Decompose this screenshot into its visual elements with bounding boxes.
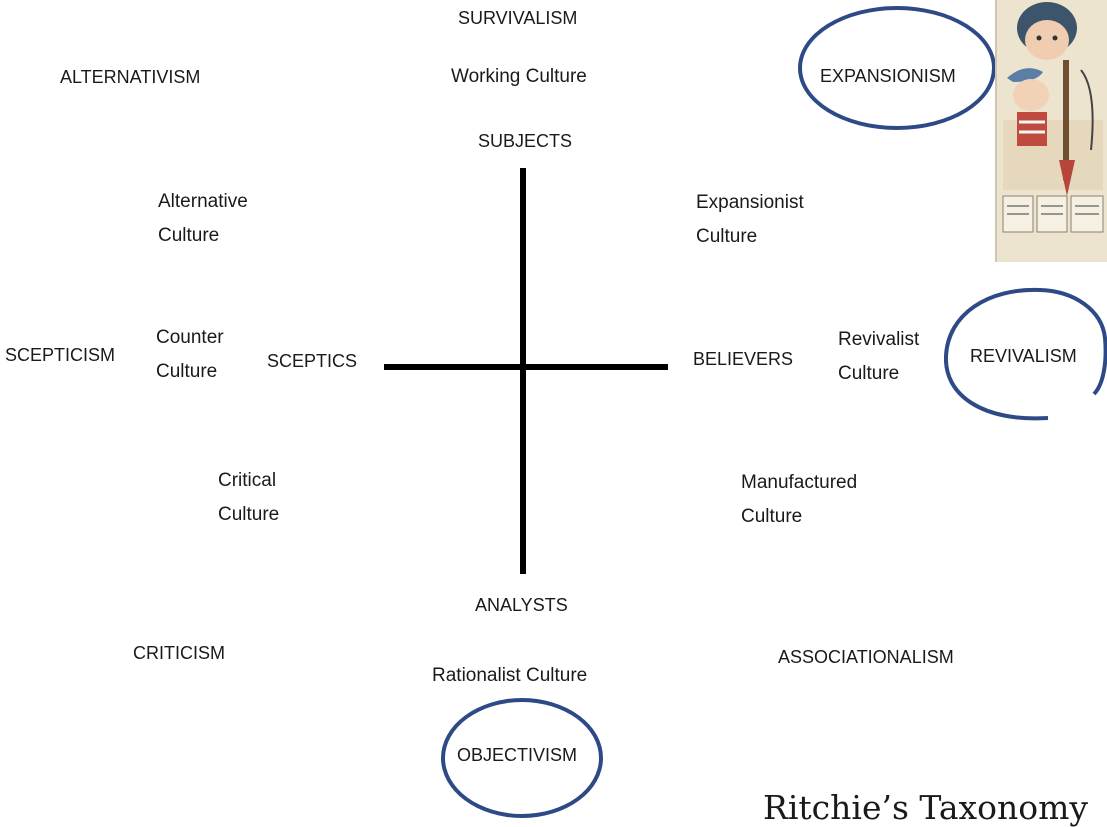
culture-expansionist-line2: Culture: [696, 226, 758, 247]
axis-label-believers: BELIEVERS: [693, 349, 794, 369]
culture-counter-line2: Culture: [156, 361, 218, 382]
culture-critical-line1: Critical: [218, 470, 277, 491]
pole-alternativism: ALTERNATIVISM: [60, 67, 201, 87]
culture-manufactured-line2: Culture: [741, 506, 803, 527]
revivalism-ring-icon: [943, 287, 1107, 421]
diagram-title: Ritchie’s Taxonomy: [763, 788, 1089, 827]
pole-revivalism: REVIVALISM: [970, 346, 1077, 366]
vertical-axis: [520, 168, 526, 574]
culture-manufactured-line1: Manufactured: [741, 472, 858, 493]
objectivism-circle: [441, 698, 603, 818]
culture-rationalist: Rationalist Culture: [432, 665, 588, 686]
culture-counter-line1: Counter: [156, 327, 224, 348]
culture-alternative-line2: Culture: [158, 225, 220, 246]
cartoon-figure-icon: [997, 0, 1107, 262]
culture-revivalist-line1: Revivalist: [838, 329, 920, 350]
axis-label-subjects: SUBJECTS: [478, 131, 573, 151]
axis-label-analysts: ANALYSTS: [475, 595, 568, 615]
pole-criticism: CRITICISM: [133, 643, 225, 663]
horizontal-axis: [384, 364, 668, 370]
culture-critical-line2: Culture: [218, 504, 280, 525]
culture-working: Working Culture: [451, 66, 587, 87]
culture-revivalist-line2: Culture: [838, 363, 900, 384]
vintage-cartoon-illustration: [995, 0, 1107, 262]
pole-expansionism: EXPANSIONISM: [820, 66, 956, 86]
pole-scepticism: SCEPTICISM: [5, 345, 116, 365]
expansionism-circle: [798, 6, 996, 130]
pole-objectivism: OBJECTIVISM: [457, 745, 578, 765]
axis-label-sceptics: SCEPTICS: [267, 351, 358, 371]
culture-alternative-line1: Alternative: [158, 191, 248, 212]
pole-survivalism: SURVIVALISM: [458, 8, 578, 28]
pole-associationalism: ASSOCIATIONALISM: [778, 647, 954, 667]
culture-expansionist-line1: Expansionist: [696, 192, 804, 213]
revivalism-circle: [943, 284, 1107, 424]
